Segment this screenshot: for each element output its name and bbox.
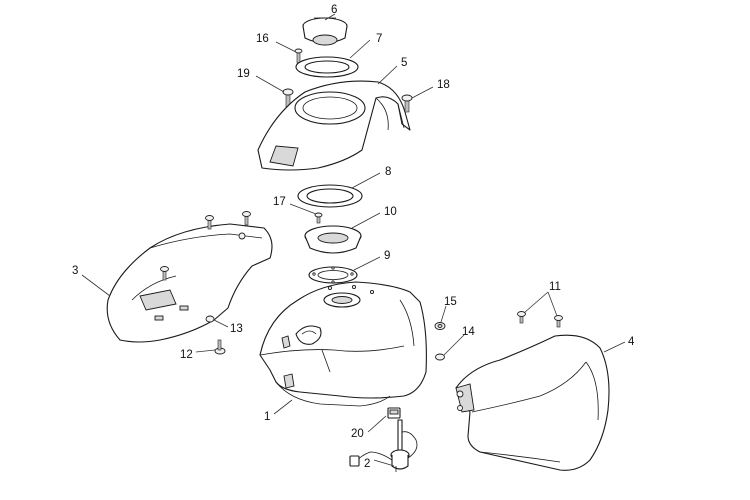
callout-5: 5 (401, 57, 407, 69)
callout-18: 18 (437, 79, 450, 91)
grommet-part-14 (435, 353, 445, 361)
left-panel-bolt-c (160, 266, 169, 281)
bolt-part-19 (282, 88, 294, 108)
callout-17: 17 (273, 196, 286, 208)
callout-2: 2 (364, 458, 370, 470)
leader-lines (81, 13, 626, 467)
callout-3: 3 (72, 265, 78, 277)
tank-cover-part-5 (257, 80, 411, 171)
fuel-tank-part-1 (259, 281, 427, 407)
callout-9: 9 (384, 250, 390, 262)
screw-part-11-a (517, 311, 526, 324)
callout-19: 19 (237, 68, 250, 80)
callout-labels: 6 16 7 19 5 18 8 17 10 9 3 13 12 15 14 1… (72, 4, 635, 470)
callout-4: 4 (628, 336, 635, 348)
callout-7: 7 (376, 33, 382, 45)
screw-part-11-b (554, 315, 563, 328)
screw-part-16 (294, 48, 303, 64)
callout-15: 15 (444, 296, 457, 308)
left-panel-bolt-a (205, 215, 214, 230)
fuel-pump-part-2 (349, 419, 418, 472)
filler-cap-part-6 (302, 17, 348, 46)
callout-14: 14 (462, 326, 475, 338)
callout-10: 10 (384, 206, 397, 218)
callout-16: 16 (256, 33, 269, 45)
right-side-panel-part-4 (455, 334, 610, 471)
callout-6: 6 (331, 4, 337, 16)
left-panel-bolt-b (242, 211, 251, 226)
filler-neck-part-10 (304, 225, 362, 254)
callout-20: 20 (351, 428, 364, 440)
gasket-part-9 (308, 266, 358, 284)
flange-ring-part-8 (297, 184, 363, 208)
callout-8: 8 (385, 166, 391, 178)
callout-1: 1 (264, 411, 270, 423)
callout-12: 12 (180, 349, 193, 361)
grommet-part-15 (434, 322, 446, 330)
left-side-panel-part-3 (106, 223, 273, 343)
connector-part-20 (387, 407, 401, 419)
callout-11: 11 (549, 281, 561, 293)
grommet-part-13 (205, 315, 215, 323)
callout-13: 13 (230, 323, 243, 335)
screw-part-17 (314, 212, 323, 224)
gasket-part-7 (295, 56, 359, 78)
screw-part-12 (214, 339, 226, 355)
